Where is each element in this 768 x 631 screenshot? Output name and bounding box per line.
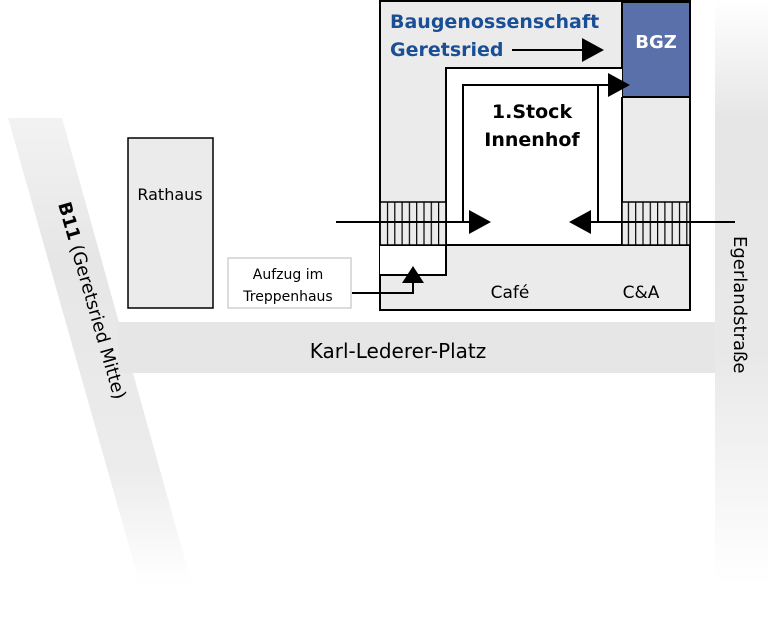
cafe-label: Café <box>491 283 530 303</box>
elevator-line1: Aufzug im <box>253 267 323 283</box>
road-egerlandstrasse <box>715 0 768 585</box>
rathaus-building <box>127 137 214 309</box>
stairs-icon <box>379 201 447 246</box>
road-karl-lederer-platz <box>118 322 718 373</box>
ca-label: C&A <box>623 283 660 303</box>
elevator-line2: Treppenhaus <box>242 289 332 305</box>
courtyard-line1: 1.Stock <box>492 101 573 123</box>
walkway <box>380 68 622 275</box>
elevator-label-box <box>227 257 352 309</box>
courtyard-line2: Innenhof <box>484 129 580 151</box>
bgz-label: BGZ <box>635 32 677 53</box>
egerlandstrasse-label: Egerlandstraße <box>729 236 750 373</box>
road-b11 <box>8 118 192 585</box>
stairs-icon <box>621 201 691 246</box>
rathaus-label: Rathaus <box>137 185 202 204</box>
karl-lederer-platz-label: Karl-Lederer-Platz <box>310 339 487 363</box>
arrow-right-icon <box>608 73 630 97</box>
arrow-up-icon <box>402 266 424 283</box>
bgz-office[interactable] <box>621 1 691 98</box>
org-line1: Baugenossenschaft <box>390 11 599 33</box>
arrow-right-icon <box>469 210 491 234</box>
org-line2: Geretsried <box>390 39 504 61</box>
arrow-right-icon <box>582 38 604 62</box>
arrow-left-icon <box>569 210 591 234</box>
